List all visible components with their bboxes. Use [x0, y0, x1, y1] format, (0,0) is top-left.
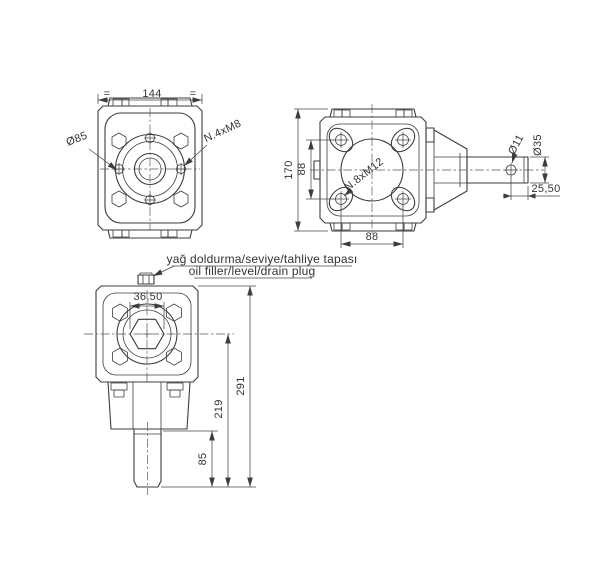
center-height-label: 219 [213, 399, 225, 418]
hole-offset-label: 25,50 [531, 183, 560, 195]
side-bolt-spacing-v-label: 88 [296, 163, 308, 176]
side-body-outline [319, 116, 427, 224]
shaft-diameter-label: Ø35 [532, 134, 544, 156]
center-height-dimension: 219 [213, 334, 231, 487]
hole-offset-dimension: 25,50 [503, 176, 560, 200]
front-flange-diameter-callout: Ø85 [65, 130, 118, 171]
front-body-outline [97, 105, 203, 231]
shaft-length-label: 85 [197, 453, 209, 466]
shaft-hole-diameter-callout: Ø11 [506, 133, 527, 164]
front-view: = 144 = Ø85 N.4xM8 [65, 88, 243, 239]
shaft-hole-diameter-label: Ø11 [506, 133, 526, 157]
side-bolt-spacing-vertical: 88 [296, 139, 334, 200]
bottom-lower-housing [107, 381, 191, 430]
oil-plug [137, 272, 155, 285]
bottom-view: 36,50 85 219 [84, 272, 256, 495]
shaft-diameter-dimension: Ø35 [530, 134, 549, 184]
bottom-centerlines [84, 290, 234, 384]
side-height-dimension: 170 [283, 108, 328, 232]
hex-bore-label: 36,50 [133, 291, 162, 303]
side-height-label: 170 [283, 160, 295, 179]
front-bolt-pattern-label: N.4xM8 [202, 117, 243, 145]
front-width-label: 144 [142, 88, 161, 100]
front-flange-diameter-label: Ø85 [65, 130, 90, 149]
front-width-dimension: = 144 = [97, 88, 203, 104]
bottom-output-shaft [133, 422, 162, 495]
equal-mark-right: = [190, 88, 197, 100]
side-bolt-spacing-h-label: 88 [366, 231, 379, 243]
bottom-body-outline [95, 285, 199, 383]
side-corner-bosses [328, 127, 416, 212]
hex-bore-dimension: 36,50 [129, 291, 165, 329]
side-bolt-pattern-label: N.8xM12 [342, 156, 386, 194]
oil-plug-label-english: oil filler/level/drain plug [189, 264, 316, 278]
side-bolt-spacing-horizontal: 88 [340, 206, 404, 248]
front-bolt-pattern-callout: N.4xM8 [183, 117, 243, 167]
shaft-length-dimension: 85 [161, 430, 256, 488]
front-corner-bolts [111, 132, 189, 208]
side-top-strip [329, 108, 417, 118]
oil-plug-label-turkish: yağ doldurma/seviye/tahliye tapası [167, 252, 358, 266]
front-bottom-strip [107, 229, 193, 239]
side-centerlines [310, 104, 544, 236]
total-height-label: 291 [235, 376, 247, 395]
total-height-dimension: 291 [198, 285, 256, 487]
side-bolt-pattern-callout: N.8xM12 [342, 156, 386, 197]
side-view: N.8xM12 170 88 [283, 104, 560, 248]
equal-mark-left: = [104, 88, 111, 100]
oil-plug-callout: yağ doldurma/seviye/tahliye tapası oil f… [152, 252, 358, 279]
